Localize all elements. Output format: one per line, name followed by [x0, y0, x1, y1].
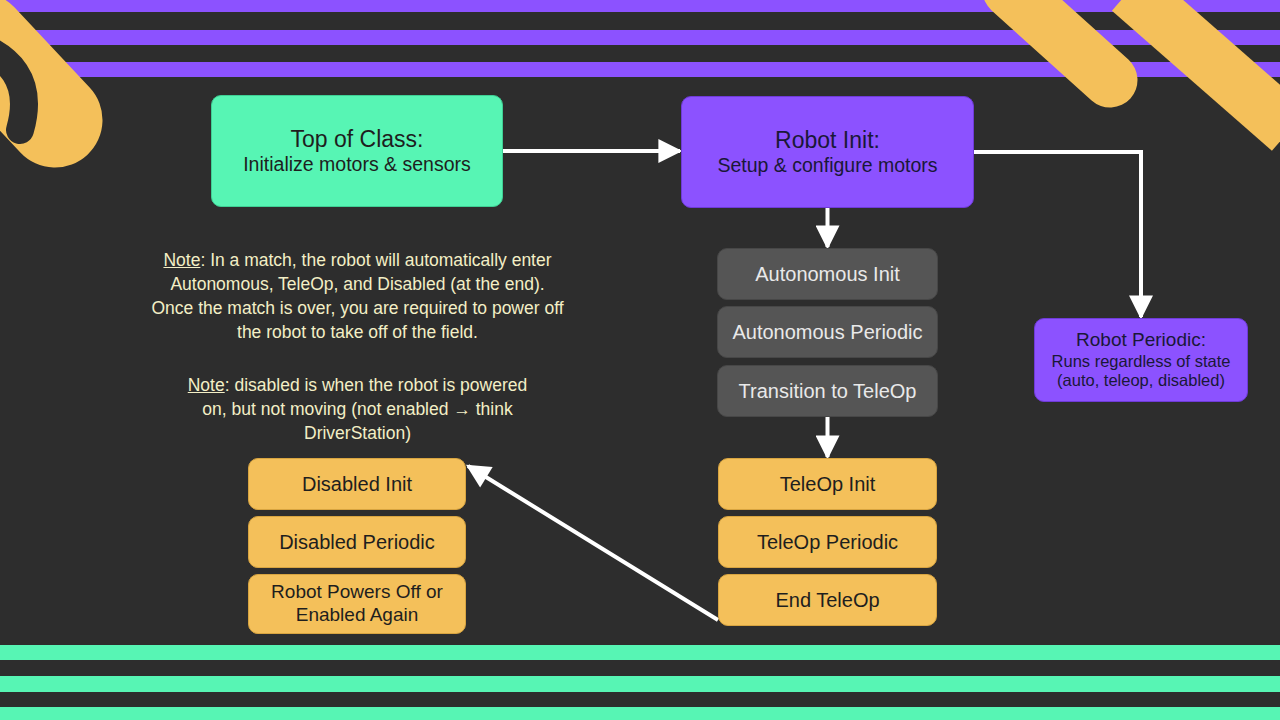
auto-box: Autonomous Init	[717, 248, 938, 300]
box-heading: Disabled Periodic	[279, 530, 435, 554]
box-heading: Autonomous Periodic	[732, 320, 922, 344]
box-heading: Disabled Init	[302, 472, 412, 496]
box-heading: TeleOp Init	[780, 472, 876, 496]
auto-box: Autonomous Periodic	[717, 306, 938, 358]
teleop-box: TeleOp Init	[718, 458, 937, 510]
box-heading: Robot Init:	[775, 127, 880, 155]
auto-box: Transition to TeleOp	[717, 365, 938, 417]
flow-arrow	[974, 152, 1141, 317]
class-box: Top of Class:Initialize motors & sensors	[211, 95, 503, 207]
yellow-band	[1130, 0, 1280, 130]
teleop-box: TeleOp Periodic	[718, 516, 937, 568]
box-body: Initialize motors & sensors	[243, 153, 471, 176]
stripe	[0, 676, 1280, 692]
stripe	[0, 707, 1280, 720]
flow-arrow	[503, 149, 680, 153]
box-heading: Autonomous Init	[755, 262, 900, 286]
box-heading: Robot Powers Off or Enabled Again	[259, 581, 455, 627]
box-heading: End TeleOp	[775, 588, 879, 612]
flow-arrow	[468, 466, 718, 620]
yellow-band	[1010, 0, 1110, 80]
disabled-box: Robot Powers Off or Enabled Again	[248, 574, 466, 634]
init-box: Robot Init:Setup & configure motors	[681, 96, 974, 208]
disabled-box: Disabled Periodic	[248, 516, 466, 568]
periodic-box: Robot Periodic:Runs regardless of state …	[1034, 318, 1248, 402]
note-text: Note: disabled is when the robot is powe…	[185, 373, 530, 445]
box-heading: Robot Periodic:	[1076, 329, 1206, 352]
flow-arrow	[826, 208, 830, 247]
box-heading: Top of Class:	[291, 126, 424, 154]
box-body: Runs regardless of state (auto, teleop, …	[1045, 352, 1237, 392]
stripe	[0, 0, 1280, 12]
stripe	[0, 645, 1280, 660]
flow-arrow	[826, 417, 830, 457]
box-heading: TeleOp Periodic	[757, 530, 898, 554]
box-body: Setup & configure motors	[717, 154, 937, 177]
curve-cut	[0, 40, 24, 130]
box-heading: Transition to TeleOp	[739, 379, 917, 403]
note-text: Note: In a match, the robot will automat…	[150, 248, 565, 344]
teleop-box: End TeleOp	[718, 574, 937, 626]
disabled-box: Disabled Init	[248, 458, 466, 510]
